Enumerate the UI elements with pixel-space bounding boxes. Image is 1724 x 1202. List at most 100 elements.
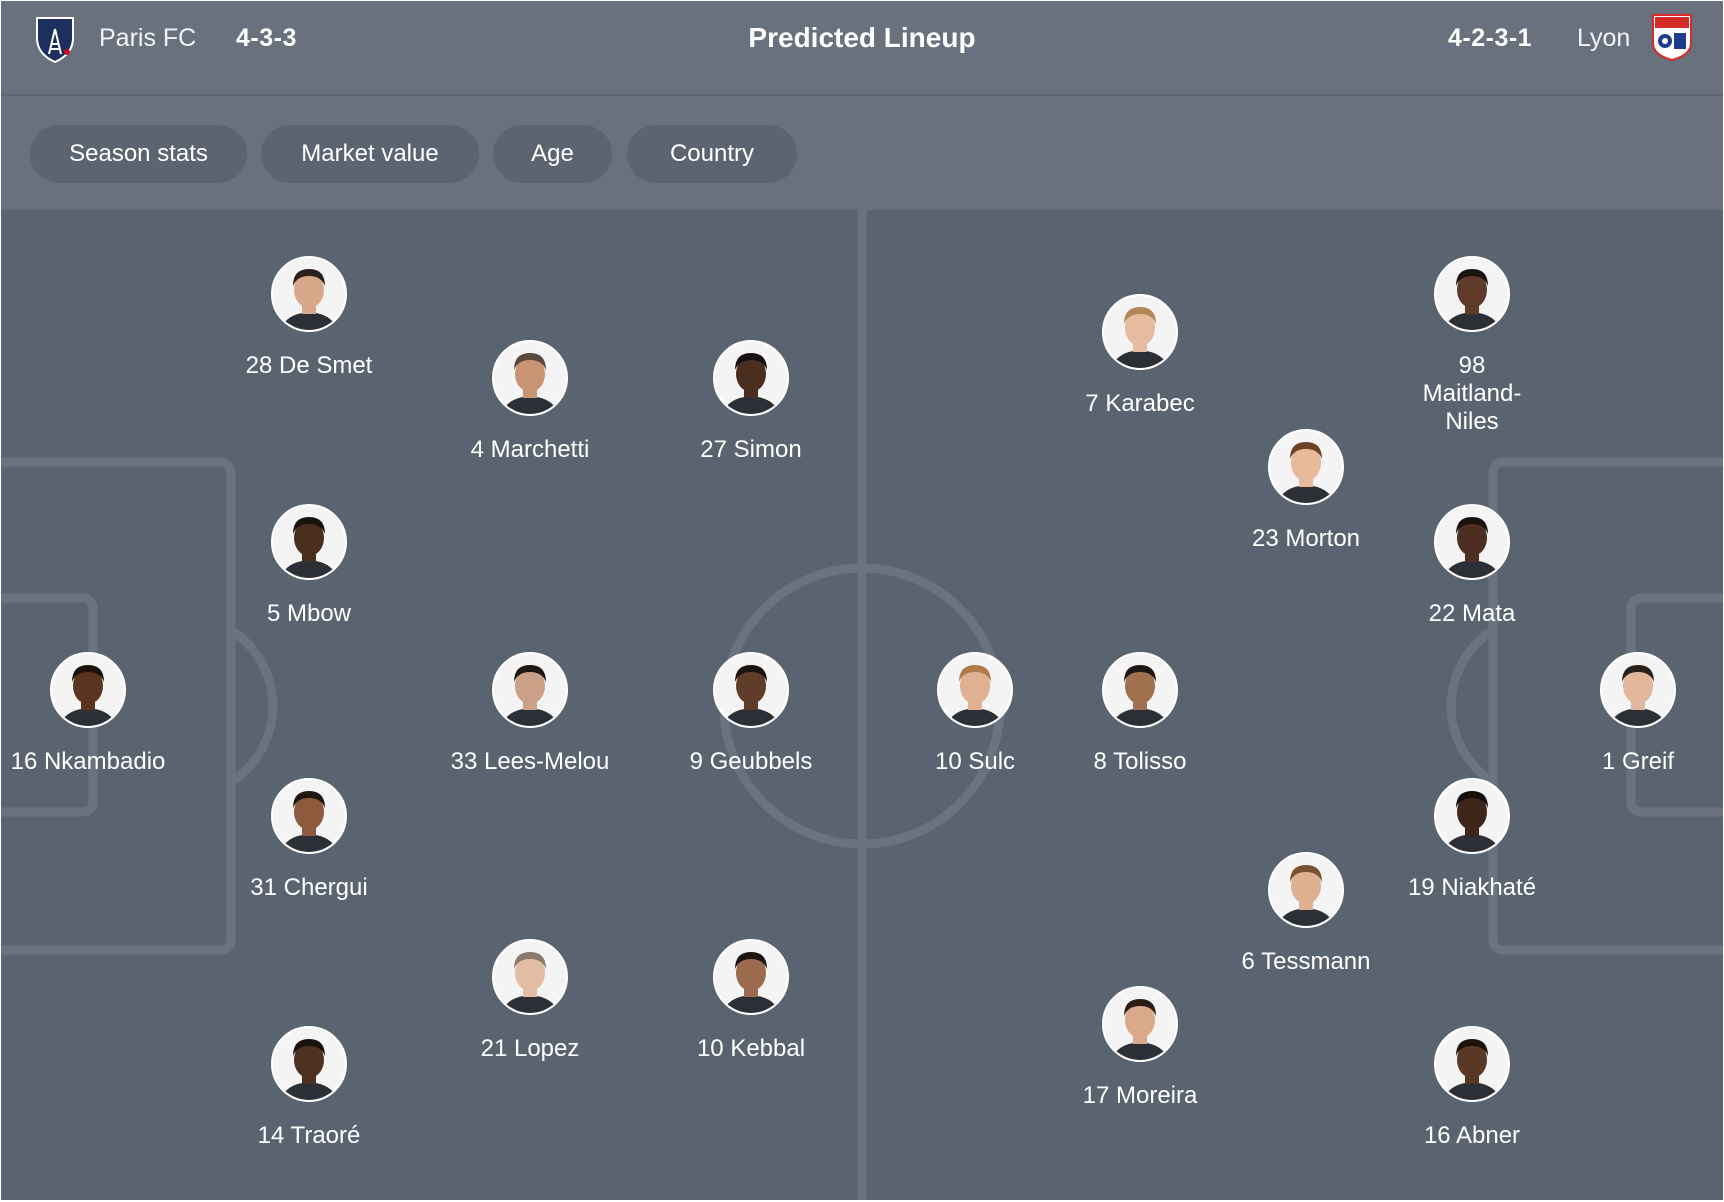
player-headshot-icon <box>1602 654 1674 726</box>
player-card[interactable]: 22 Mata <box>1372 504 1572 628</box>
player-headshot-icon <box>1104 296 1176 368</box>
player-card[interactable]: 21 Lopez <box>430 939 630 1063</box>
lineup-header: Paris FC 4-3-3 Predicted Lineup 4-2-3-1 … <box>1 1 1723 96</box>
player-name: 16 Nkambadio <box>10 748 166 775</box>
player-card[interactable]: 6 Tessmann <box>1206 852 1406 976</box>
player-name: 17 Moreira <box>1082 1082 1198 1109</box>
player-headshot-icon <box>1104 988 1176 1060</box>
season-stats-filter[interactable]: Season stats <box>30 125 247 183</box>
player-headshot-icon <box>1270 431 1342 503</box>
player-avatar <box>713 340 789 416</box>
player-name: 27 Simon <box>700 436 802 463</box>
player-name: 19 Niakhaté <box>1407 874 1537 901</box>
player-headshot-icon <box>273 780 345 852</box>
player-avatar <box>271 256 347 332</box>
player-name: 7 Karabec <box>1085 390 1195 417</box>
lyon-crest-icon <box>1652 14 1692 61</box>
away-team-name: Lyon <box>1577 24 1631 52</box>
player-name: 4 Marchetti <box>470 436 590 463</box>
player-avatar <box>492 340 568 416</box>
player-card[interactable]: 16 Abner <box>1372 1026 1572 1150</box>
player-name: 6 Tessmann <box>1241 948 1371 975</box>
country-filter[interactable]: Country <box>627 125 797 183</box>
player-card[interactable]: 19 Niakhaté <box>1372 778 1572 902</box>
player-headshot-icon <box>939 654 1011 726</box>
player-card[interactable]: 14 Traoré <box>209 1026 409 1150</box>
player-card[interactable]: 16 Nkambadio <box>1 652 188 776</box>
player-card[interactable]: 5 Mbow <box>209 504 409 628</box>
player-name: 8 Tolisso <box>1093 748 1187 775</box>
player-avatar <box>1102 652 1178 728</box>
player-headshot-icon <box>715 342 787 414</box>
player-avatar <box>1268 852 1344 928</box>
player-name: 21 Lopez <box>480 1035 580 1062</box>
player-headshot-icon <box>273 258 345 330</box>
player-headshot-icon <box>494 941 566 1013</box>
player-headshot-icon <box>1436 780 1508 852</box>
player-avatar <box>271 504 347 580</box>
player-card[interactable]: 1 Greif <box>1538 652 1723 776</box>
player-avatar <box>1434 778 1510 854</box>
player-avatar <box>1102 294 1178 370</box>
player-card[interactable]: 7 Karabec <box>1040 294 1240 418</box>
player-card[interactable]: 8 Tolisso <box>1040 652 1240 776</box>
player-card[interactable]: 10 Sulc <box>875 652 1075 776</box>
player-card[interactable]: 98 Maitland-Niles <box>1372 256 1572 436</box>
player-card[interactable]: 9 Geubbels <box>651 652 851 776</box>
player-headshot-icon <box>494 342 566 414</box>
player-avatar <box>492 939 568 1015</box>
player-headshot-icon <box>52 654 124 726</box>
player-headshot-icon <box>494 654 566 726</box>
player-avatar <box>713 652 789 728</box>
player-headshot-icon <box>273 506 345 578</box>
player-avatar <box>937 652 1013 728</box>
player-card[interactable]: 23 Morton <box>1206 429 1406 553</box>
paris-fc-crest-icon <box>36 17 74 64</box>
player-headshot-icon <box>1104 654 1176 726</box>
player-headshot-icon <box>1270 854 1342 926</box>
page-title: Predicted Lineup <box>748 22 976 53</box>
player-name: 10 Sulc <box>934 748 1016 775</box>
player-name: 31 Chergui <box>250 874 368 901</box>
player-name: 16 Abner <box>1423 1122 1521 1149</box>
player-card[interactable]: 28 De Smet <box>209 256 409 380</box>
player-card[interactable]: 10 Kebbal <box>651 939 851 1063</box>
player-card[interactable]: 31 Chergui <box>209 778 409 902</box>
player-name: 33 Lees-Melou <box>450 748 610 775</box>
market-value-filter[interactable]: Market value <box>261 125 479 183</box>
player-headshot-icon <box>273 1028 345 1100</box>
pitch: 16 Nkambadio 28 De Smet 5 Mbow 31 Chergu… <box>1 210 1723 1200</box>
player-avatar <box>1600 652 1676 728</box>
player-name: 23 Morton <box>1251 525 1361 552</box>
player-avatar <box>1434 256 1510 332</box>
player-avatar <box>1268 429 1344 505</box>
player-card[interactable]: 33 Lees-Melou <box>430 652 630 776</box>
player-name: 9 Geubbels <box>689 748 813 775</box>
player-name: 28 De Smet <box>245 352 373 379</box>
player-avatar <box>1434 1026 1510 1102</box>
home-team-name: Paris FC <box>99 24 197 52</box>
player-avatar <box>713 939 789 1015</box>
player-avatar <box>271 1026 347 1102</box>
player-name: 22 Mata <box>1428 600 1516 627</box>
player-avatar <box>1102 986 1178 1062</box>
filter-bar: Season stats Market value Age Country <box>1 96 1723 210</box>
player-avatar <box>50 652 126 728</box>
player-headshot-icon <box>715 654 787 726</box>
player-avatar <box>1434 504 1510 580</box>
player-avatar <box>492 652 568 728</box>
player-card[interactable]: 4 Marchetti <box>430 340 630 464</box>
player-avatar <box>271 778 347 854</box>
age-filter[interactable]: Age <box>493 125 612 183</box>
player-card[interactable]: 27 Simon <box>651 340 851 464</box>
player-name: 10 Kebbal <box>696 1035 806 1062</box>
player-name: 98 Maitland-Niles <box>1422 352 1522 435</box>
home-formation: 4-3-3 <box>236 24 297 52</box>
away-formation: 4-2-3-1 <box>1448 24 1533 52</box>
player-card[interactable]: 17 Moreira <box>1040 986 1240 1110</box>
player-headshot-icon <box>1436 1028 1508 1100</box>
player-headshot-icon <box>715 941 787 1013</box>
player-name: 5 Mbow <box>266 600 352 627</box>
player-name: 1 Greif <box>1601 748 1675 775</box>
